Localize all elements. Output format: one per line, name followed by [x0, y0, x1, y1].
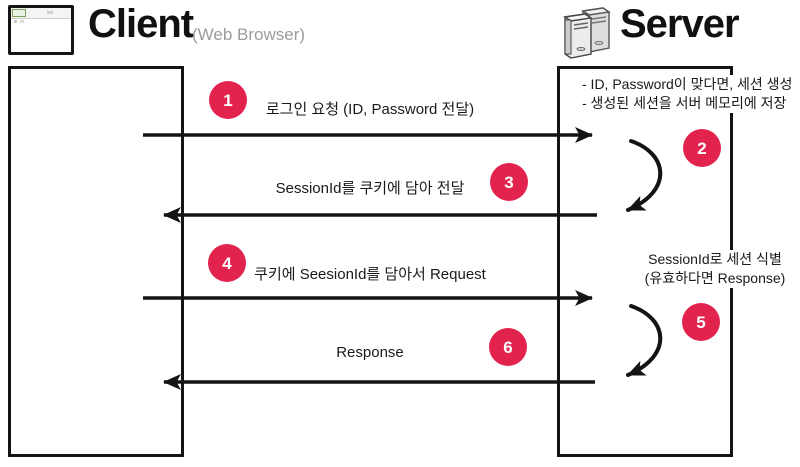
browser-ui-dot [14, 20, 17, 23]
client-title: Client [88, 2, 194, 46]
browser-toolbar [11, 8, 71, 19]
note-line: (유효하다면 Response) [644, 270, 786, 286]
arrow-server-identify-session-loop [626, 304, 663, 377]
browser-url-mark [47, 11, 53, 14]
note-session-identify: SessionId로 세션 식별 (유효하다면 Response) [630, 250, 800, 288]
note-line: - 생성된 세션을 서버 메모리에 저장 [582, 95, 787, 111]
step-badge-3: 3 [490, 163, 528, 201]
server-tower-front [563, 13, 593, 59]
step-badge-2: 2 [683, 129, 721, 167]
note-session-create: - ID, Password이 맞다면, 세션 생성 - 생성된 세션을 서버 … [580, 75, 795, 113]
client-subtitle: (Web Browser) [192, 25, 306, 44]
step-badge-5: 5 [682, 303, 720, 341]
arrow-server-create-session-loop [626, 139, 663, 212]
message-label-login-request: 로그인 요청 (ID, Password 전달) [265, 101, 475, 118]
browser-ui-dot [20, 20, 24, 23]
server-title: Server [620, 2, 740, 46]
step-badge-4: 4 [208, 244, 246, 282]
note-line: SessionId로 세션 식별 [648, 251, 782, 267]
step-badge-6: 6 [489, 328, 527, 366]
note-line: - ID, Password이 맞다면, 세션 생성 [582, 76, 793, 92]
browser-tab [12, 9, 26, 17]
step-badge-1: 1 [209, 81, 247, 119]
message-label-response: Response [336, 344, 404, 361]
client-lifeline-box [8, 66, 184, 457]
message-label-request-with-cookie: 쿠키에 SeesionId를 담아서 Request [254, 266, 486, 283]
message-label-sessionid-cookie: SessionId를 쿠키에 담아 전달 [275, 180, 465, 197]
server-towers-icon [563, 7, 611, 59]
browser-window-icon [8, 5, 74, 55]
